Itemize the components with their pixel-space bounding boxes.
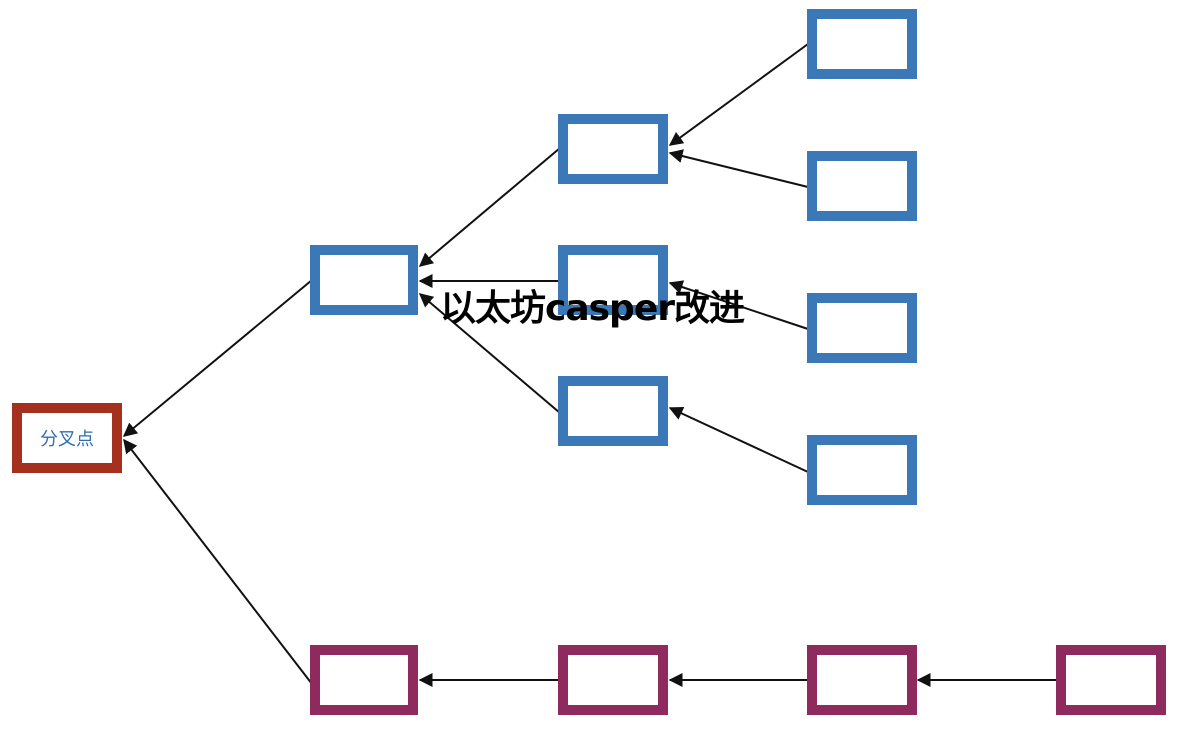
edge-blue-l3d-to-l2c [668,406,809,473]
edge-blue-l1-to-fork [122,279,313,437]
blue-node-l2a [558,114,668,184]
blue-node-l3b [807,151,917,221]
blue-node-l3a [807,9,917,79]
purple-node-p2 [558,645,668,715]
edge-blue-l3a-to-l2a [668,43,809,146]
fork-node-label: 分叉点 [40,429,94,450]
purple-node-p1 [310,645,418,715]
purple-branch [310,645,1166,715]
edge-blue-l2c-to-l1 [418,293,561,414]
purple-node-p3 [807,645,917,715]
blue-node-l2c [558,376,668,446]
edge-blue-l3c-to-l2b [668,280,809,330]
overlay-title: 以太坊casper改进 [440,288,745,329]
blue-node-l2b [558,245,668,315]
blue-node-l1 [310,245,418,315]
edge-blue-l3b-to-l2a [668,149,809,188]
blue-node-l3d [807,435,917,505]
fork-node-box [12,403,122,473]
edge-purple-p1-to-fork [123,438,313,685]
blue-branch [310,9,917,505]
edge-blue-l2a-to-l1 [418,147,561,267]
edges [122,43,1058,687]
purple-node-p4 [1056,645,1166,715]
fork-node: 分叉点 [12,403,122,473]
blue-node-l3c [807,293,917,363]
